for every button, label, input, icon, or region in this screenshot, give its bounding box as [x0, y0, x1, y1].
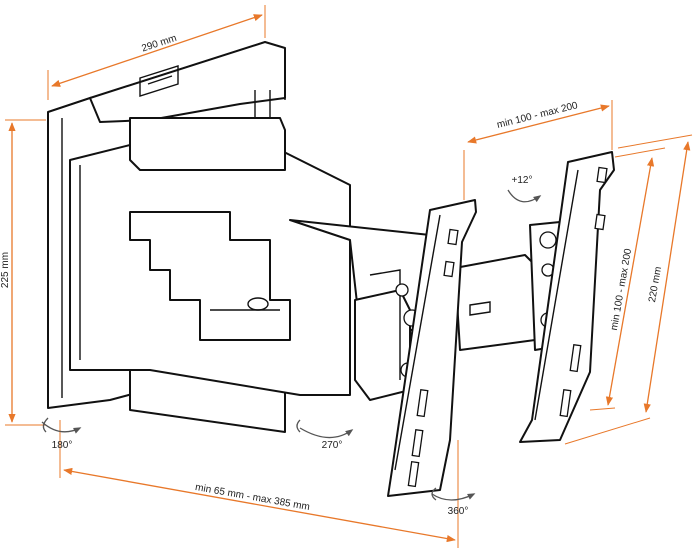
rotation-label-tilt: +12° — [512, 175, 533, 186]
rotation-wall-swivel: 180° — [41, 417, 82, 451]
dim-label-width: 290 mm — [140, 33, 178, 55]
dim-label-height-right: 220 mm — [647, 266, 664, 303]
rotation-label-270: 270° — [322, 440, 343, 451]
dim-label-vesa-horizontal: min 100 - max 200 — [496, 100, 579, 131]
dim-label-height-left: 225 mm — [0, 252, 11, 288]
dimension-height-left: 225 mm — [0, 119, 46, 426]
tv-bracket-right — [519, 151, 615, 443]
dim-label-vesa-vertical: min 100 - max 200 — [609, 247, 634, 331]
rotation-label-180: 180° — [52, 440, 73, 451]
dimension-height-right: 220 mm — [564, 134, 693, 445]
rotation-full: 360° — [431, 487, 476, 517]
rotation-label-360: 360° — [448, 506, 469, 517]
rotation-arm-swivel: 270° — [296, 419, 354, 451]
dim-label-extension: min 65 mm - max 385 mm — [194, 482, 310, 513]
first-arm — [69, 117, 351, 396]
rotation-tilt: +12° — [507, 175, 542, 203]
